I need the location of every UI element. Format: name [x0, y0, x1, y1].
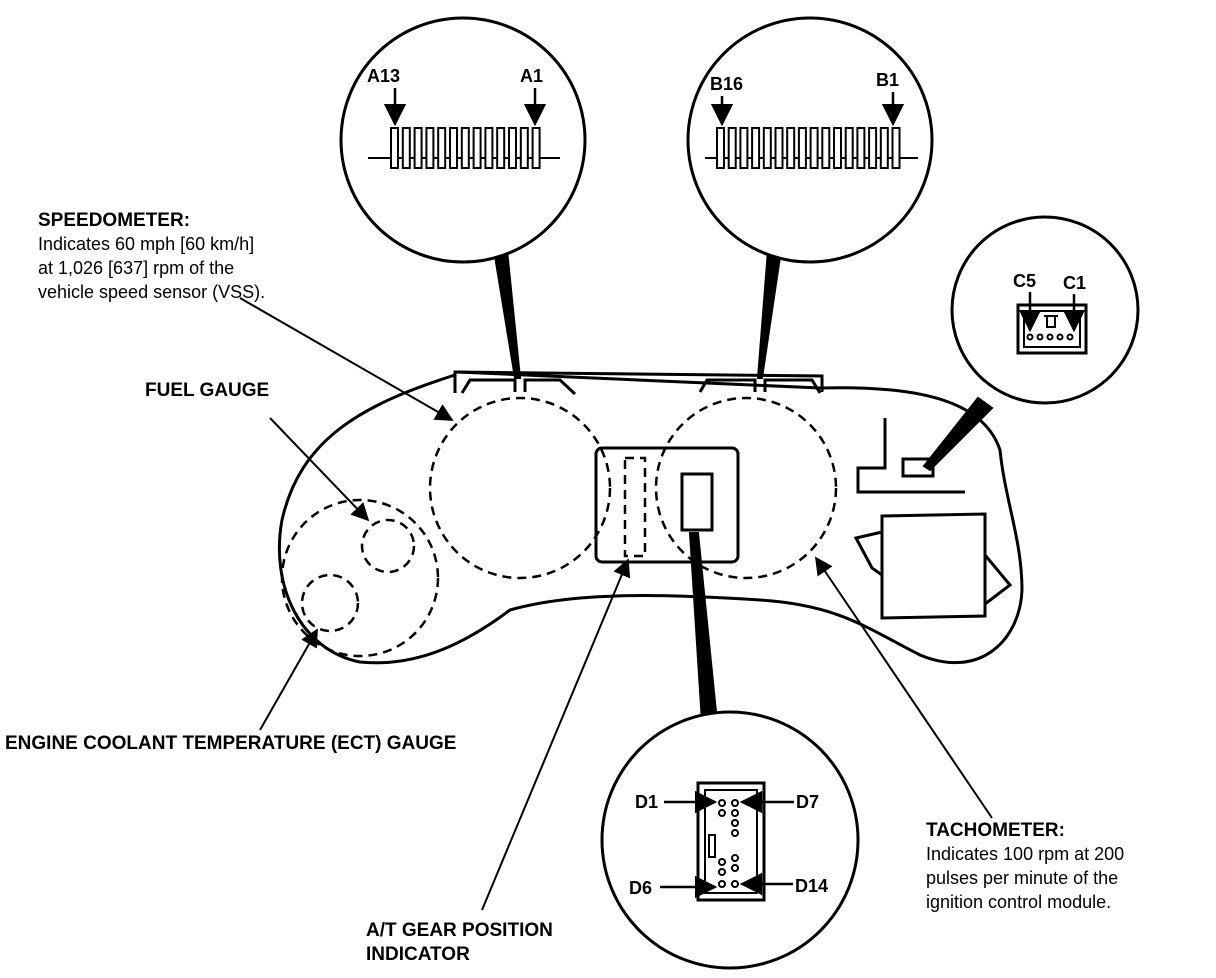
connector-pin [425, 127, 435, 169]
connector-pin [833, 127, 842, 169]
connector-pin [762, 127, 772, 169]
connector-pin [786, 127, 796, 169]
connector-b-detail [705, 127, 918, 169]
gear-indicator-strip [623, 456, 647, 558]
connector-pin [868, 127, 878, 169]
fuel-gauge-circle [360, 518, 416, 574]
connector-pin [496, 127, 506, 169]
connector-d-bottom-left-pin: D6 [629, 878, 652, 898]
connector-d-callout [600, 710, 860, 970]
tachometer-line-3: ignition control module. [926, 892, 1111, 912]
connector-a-detail [368, 127, 560, 169]
fuel-gauge-label: FUEL GAUGE [145, 380, 269, 401]
connector-d-bottom-right-pin: D14 [795, 876, 828, 896]
connector-pin [797, 127, 807, 169]
leader-arrows [239, 297, 993, 911]
connector-pin [449, 127, 458, 169]
connector-pin [390, 127, 399, 169]
gear-indicator-line-1: A/T GEAR POSITION [366, 920, 553, 941]
tachometer-line-2: pulses per minute of the [926, 868, 1118, 888]
ect-gauge-circle [300, 573, 360, 633]
tachometer-circle [654, 396, 838, 580]
connector-a-right-pin: A1 [520, 66, 543, 86]
connector-a-left-pin: A13 [367, 66, 400, 86]
connector-pin [531, 127, 541, 169]
speedometer-circle [428, 396, 612, 580]
connector-pin [727, 127, 737, 169]
tachometer-title: TACHOMETER: [926, 820, 1065, 841]
connector-pin [460, 127, 470, 169]
connector-pin [774, 127, 784, 169]
gear-indicator-line-2: INDICATOR [366, 944, 470, 965]
connector-pin [437, 127, 447, 169]
connector-c-right-pin: C1 [1063, 273, 1086, 293]
connector-pin [844, 127, 854, 169]
connector-pin [484, 127, 494, 169]
connector-pin [751, 127, 761, 169]
connector-pin [716, 127, 725, 169]
ect-gauge-label: ENGINE COOLANT TEMPERATURE (ECT) GAUGE [5, 733, 456, 754]
connector-pin [519, 127, 529, 169]
connector-pin [821, 127, 831, 169]
connector-pin [856, 127, 866, 169]
speedometer-line-3: vehicle speed sensor (VSS). [38, 282, 265, 302]
connector-pin [891, 127, 901, 169]
speedometer-line-1: Indicates 60 mph [60 km/h] [38, 234, 254, 254]
connector-pin [809, 127, 819, 169]
connector-d-top-left-pin: D1 [635, 792, 658, 812]
connector-d-detail [696, 781, 766, 902]
connector-pin [413, 127, 423, 169]
connector-d-top-right-pin: D7 [796, 792, 819, 812]
lower-gauge-housing [280, 498, 440, 658]
connector-pin [739, 127, 749, 169]
connector-b-right-pin: B1 [876, 70, 899, 90]
connector-c-left-pin: C5 [1013, 271, 1036, 291]
connector-pin [401, 127, 411, 169]
connector-pin [472, 127, 482, 169]
connector-pin [508, 127, 517, 169]
tachometer-line-1: Indicates 100 rpm at 200 [926, 844, 1124, 864]
cluster-housing [277, 370, 1024, 665]
connector-b-left-pin: B16 [710, 74, 743, 94]
connector-pin [879, 127, 889, 169]
callout-wedges [492, 249, 994, 723]
speedometer-line-2: at 1,026 [637] rpm of the [38, 258, 234, 278]
speedometer-title: SPEEDOMETER: [38, 210, 190, 231]
gauge-outlines [280, 396, 838, 658]
